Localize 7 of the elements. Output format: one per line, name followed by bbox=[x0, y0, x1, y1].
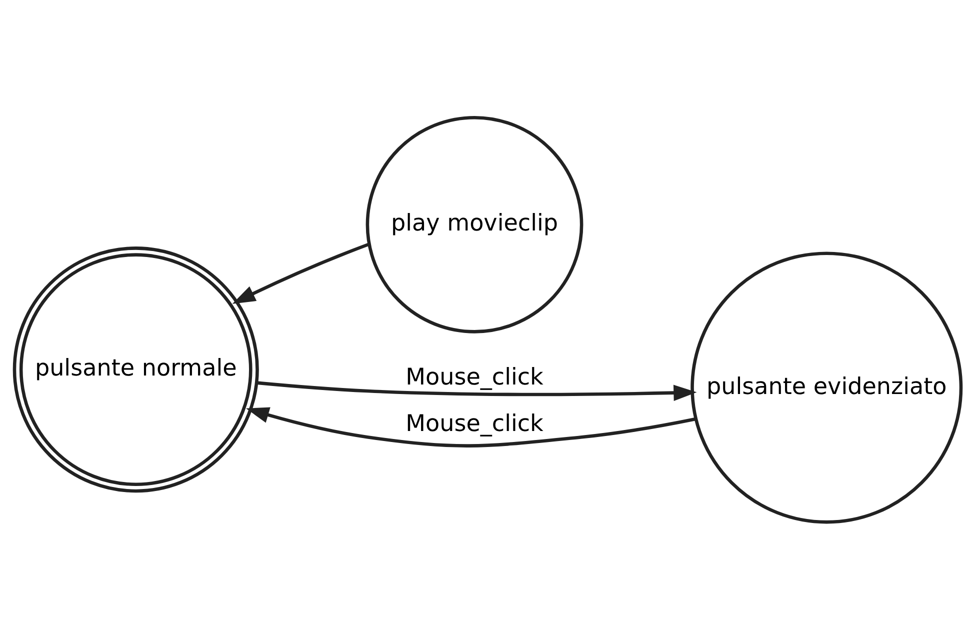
node-circle: pulsante evidenziato bbox=[690, 251, 963, 524]
edge-label: Mouse_click bbox=[406, 410, 544, 436]
arrow bbox=[232, 242, 370, 304]
edge-label: Mouse_click bbox=[406, 364, 544, 390]
arrow bbox=[246, 406, 696, 447]
arrow bbox=[256, 380, 697, 400]
node-circle: play movieclip bbox=[366, 115, 584, 333]
